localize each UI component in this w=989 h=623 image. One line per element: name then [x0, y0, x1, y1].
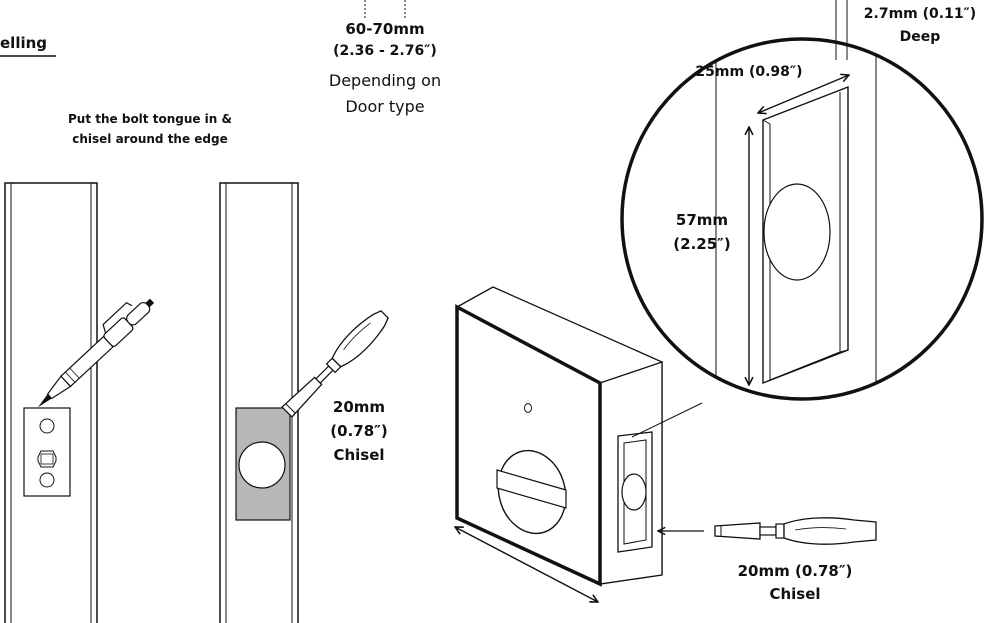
- chisel-right-label: Chisel: [769, 585, 821, 603]
- detail-callout-line: [631, 402, 703, 438]
- width-arrow-detail: [758, 75, 849, 113]
- chisel-icon-left: [281, 310, 389, 418]
- detail-view: [620, 37, 984, 401]
- chisel-right-size: 20mm (0.78″): [737, 562, 853, 580]
- chisel-left-label: Chisel: [333, 446, 385, 464]
- pen-icon: [37, 298, 155, 408]
- door-edge-marking: [4, 182, 98, 623]
- backset-dimension-in: (2.36 - 2.76″): [333, 43, 437, 59]
- step-instruction-line2: chisel around the edge: [72, 132, 228, 146]
- chisel-left-size: 20mm: [332, 398, 386, 416]
- recess-height-in: (2.25″): [673, 235, 731, 253]
- chisel-icon-right: [714, 517, 877, 545]
- step-instruction-line1: Put the bolt tongue in &: [68, 112, 232, 126]
- recess-width: 25mm (0.98″): [695, 64, 803, 80]
- door-edge-chiselled: [219, 182, 299, 623]
- door-block-3d: [455, 286, 663, 587]
- box-width-arrow: [455, 527, 598, 602]
- backset-note-line1: Depending on: [328, 71, 442, 90]
- backset-note-line2: Door type: [345, 97, 425, 116]
- chisel-left-size-in: (0.78″): [330, 422, 388, 440]
- faceplate-outline: [23, 407, 71, 497]
- recess-depth: 2.7mm (0.11″): [863, 6, 977, 22]
- recess-height: 57mm: [675, 211, 729, 229]
- faceplate-recess: [235, 407, 291, 521]
- section-heading-fragment: elling: [0, 34, 48, 52]
- recess-depth-label: Deep: [899, 29, 941, 45]
- backset-dimension-mm: 60-70mm: [345, 20, 425, 38]
